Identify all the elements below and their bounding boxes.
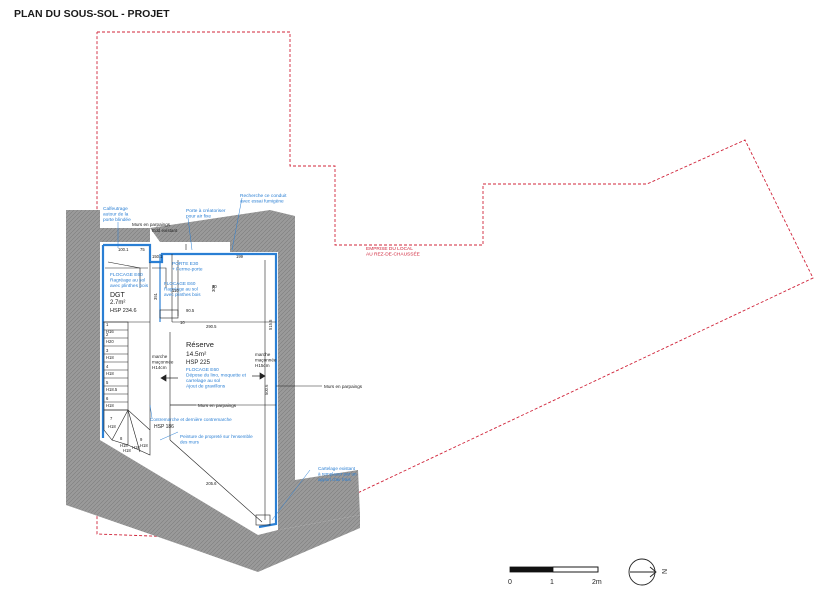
north-label: N: [662, 569, 669, 574]
svg-text:90.5: 90.5: [186, 308, 195, 313]
label-murs-right: Murs en parpaings: [324, 384, 363, 389]
svg-text:3: 3: [106, 348, 109, 353]
leader-lines: [117, 197, 311, 521]
svg-text:30: 30: [212, 284, 217, 289]
svg-text:9: 9: [140, 437, 143, 442]
ground-floor-footprint: [96, 31, 814, 541]
label-reserve-area: 14.5m²: [186, 351, 207, 358]
svg-text:8: 8: [120, 436, 123, 441]
svg-text:H20: H20: [106, 339, 114, 344]
svg-text:H18: H18: [106, 403, 114, 408]
svg-text:290.5: 290.5: [206, 324, 217, 329]
svg-text:150.1: 150.1: [152, 254, 163, 259]
label-marche-right: marche maçonnée H15cm: [255, 352, 278, 368]
stair-step-labels: 1 H16 2 H20 3 H18 4 H18 5 H18.5 6 H18 7 …: [106, 322, 148, 453]
svg-text:H18.5: H18.5: [106, 387, 118, 392]
svg-text:H16: H16: [106, 329, 114, 334]
scale-tick-1: 1: [550, 579, 554, 586]
interior: [100, 242, 278, 530]
label-murs-top: Murs en parpaings: [132, 222, 171, 227]
svg-text:H18: H18: [132, 445, 140, 450]
label-hsp-stair: HSP 186: [154, 424, 174, 430]
svg-text:H18: H18: [120, 443, 128, 448]
label-emprise: EMPRISE DU LOCAL AU REZ-DE-CHAUSSÉE: [366, 246, 420, 258]
wall-top-left: [66, 210, 150, 242]
dim-vertical-right: 500.6: [264, 384, 269, 395]
leader-lines-dark: [170, 385, 322, 406]
svg-text:2: 2: [106, 332, 109, 337]
dim-vertical-right-2: 515.5: [268, 319, 273, 330]
label-porte: Porte à créatoriser pour air fixe: [186, 208, 227, 220]
stair-arrows: [160, 372, 266, 382]
label-reserve-flocage: FLOCAGE E60 Dépose du lino, moquette et …: [186, 367, 247, 390]
label-contremarche: Contremarche et dernière contremarche: [150, 417, 232, 422]
wall-left: [66, 210, 258, 572]
scale-bar: 0 1 2m: [508, 566, 602, 586]
label-murs-mid: Murs en parpaings: [198, 403, 237, 408]
label-peinture: Peinture de propreté sur l'ensemble des …: [180, 434, 254, 445]
wall-top: [150, 210, 295, 252]
scale-tick-2: 2m: [592, 579, 602, 586]
svg-text:5: 5: [106, 380, 109, 385]
svg-text:6: 6: [106, 396, 109, 401]
svg-text:75: 75: [140, 247, 145, 252]
svg-text:199: 199: [236, 254, 244, 259]
wall-bottom: [258, 515, 360, 572]
blue-outline: [103, 243, 278, 529]
label-marche-left: marche maçonnée H14cm: [152, 354, 175, 370]
dim-vertical-mid-2: 306: [211, 284, 216, 292]
label-reserve-name: Réserve: [186, 340, 214, 349]
dim-vertical-mid: 351: [153, 292, 158, 300]
label-cartelage: Cartelage existant à remplacer par un ap…: [318, 466, 358, 482]
door-swings: [107, 261, 271, 526]
interior-lines: [103, 244, 276, 523]
svg-text:205.6: 205.6: [206, 481, 217, 486]
svg-text:4: 4: [106, 364, 109, 369]
label-dgt-flocage: FLOCAGE E60 Ragréage au sol avec plinthe…: [110, 272, 149, 289]
svg-text:7: 7: [110, 416, 113, 421]
label-mid-flocage: FLOCAGE E60 Ragréage au sol avec plinthe…: [164, 281, 201, 297]
label-edd: Edd existant: [152, 228, 178, 233]
svg-text:H18: H18: [108, 424, 116, 429]
label-ferme-porte: PORTE E30 + Ferme-porte: [172, 261, 203, 273]
label-dgt-area: 2.7m²: [110, 300, 125, 306]
label-dgt-hsp: HSP 234.6: [110, 308, 137, 314]
staircase: [103, 321, 151, 456]
svg-text:H18: H18: [140, 443, 148, 448]
svg-text:10: 10: [180, 320, 185, 325]
plan-title: PLAN DU SOUS-SOL - PROJET: [14, 8, 170, 20]
svg-text:1: 1: [106, 322, 109, 327]
label-recherche: Recherche ce conduit avec essai fumigène: [240, 193, 288, 205]
svg-text:H18: H18: [106, 355, 114, 360]
svg-text:H18: H18: [123, 448, 131, 453]
label-dgt-name: DGT: [110, 292, 126, 299]
scale-tick-0: 0: [508, 579, 512, 586]
label-reserve-hsp: HSP 225: [186, 360, 211, 366]
svg-text:H18: H18: [106, 371, 114, 376]
north-arrow: N: [628, 558, 669, 586]
svg-text:110: 110: [172, 288, 179, 293]
dimension-labels: 100.1 75 150.1 199 90.5 290.5 10 30 205.…: [118, 247, 244, 486]
label-calfeutrage: Calfeutrage autour de la porte blindée: [103, 206, 131, 223]
wall-right: [278, 252, 360, 530]
svg-text:100.1: 100.1: [118, 247, 129, 252]
